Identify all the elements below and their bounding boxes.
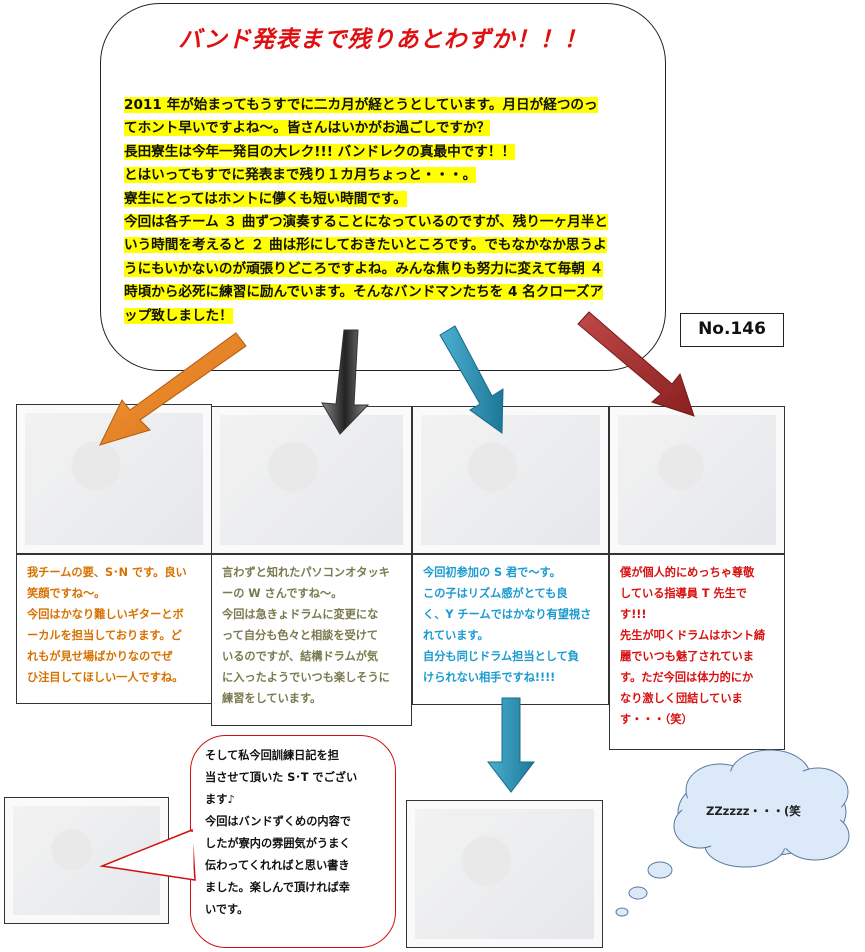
blue-arrow-icon [439, 325, 504, 434]
writer-note-text: そして私今回訓練日記を担当させて頂いた S･T でございます♪ 今回はバンドずくめ… [205, 745, 387, 921]
text-line: 練習をしています。 [222, 692, 322, 705]
text-line: 言わずと知れたパソコンオタッキ [222, 566, 390, 579]
text-line: この子はリズム感がとても良 [423, 587, 568, 600]
text-line: す!!! [620, 608, 647, 621]
speech-tail-icon [99, 828, 196, 881]
text-line: ーカルを担当しております。ど [27, 629, 182, 642]
text-line: ップ致しました！ [124, 307, 233, 324]
text-line: 今回は各チーム ３ 曲ずつ演奏することになっているのですが、残り一ヶ月半と [124, 214, 608, 231]
member-photo-4 [609, 406, 785, 554]
text-line: 当させて頂いた S･T でござい [205, 771, 358, 784]
text-line: に入ったようでいつも楽しそうに [222, 671, 390, 684]
text-line: 麗でいつも魅了されていま [620, 650, 754, 663]
text-line: 今回はバンドずくめの内容で [205, 815, 351, 828]
text-line: 今回はかなり難しいギターとボ [27, 608, 184, 621]
text-line: てホント早いですよね～。皆さんはいかがお過ごしですか？ [124, 120, 491, 137]
text-line: けられない相手ですね!!!! [423, 671, 556, 684]
gray-arrow-icon [321, 329, 370, 435]
text-line: 今回は急きょドラムに変更にな [222, 608, 379, 621]
text-line: 我チームの要、S･N です。良い [27, 566, 187, 579]
text-line: 長田寮生は今年一発目の大レク!!! バンドレクの真最中です！！ [124, 143, 516, 160]
text-line: す・・・（笑） [620, 713, 693, 726]
text-line: す。ただ今回は体力的にか [620, 671, 754, 684]
member-text-2: 言わずと知れたパソコンオタッキーの W さんですね～。今回は急きょドラムに変更に… [211, 554, 412, 726]
bottom-photo [406, 800, 603, 948]
member-photo-3 [412, 406, 609, 554]
text-line: れています。 [423, 629, 489, 642]
thought-cloud-text: ZZzzzz・・・(笑 [706, 804, 801, 818]
text-line: 笑顔ですね～。 [27, 587, 106, 600]
red-arrow-icon [577, 311, 695, 417]
text-line: 寮生にとってはホントに儚くも短い時間です。 [124, 190, 407, 207]
member-photo-2 [211, 406, 412, 554]
text-line: なり激しく団結していま [620, 692, 743, 705]
text-line: ます♪ [205, 793, 235, 806]
page-title: バンド発表まで残りあとわずか！！！ [178, 27, 588, 53]
text-line: って自分も色々と相談を受けて [222, 629, 379, 642]
text-line: いう時間を考えると ２ 曲は形にしておきたいところです。でもなかなか思うよ [124, 237, 607, 254]
text-line: うにもいかないのが頑張りどころですよね。みんな焦りも努力に変えて毎朝 ４ [124, 260, 604, 277]
blue-down-arrow-icon [486, 697, 536, 793]
text-line: 伝わってくれればと思い書き [205, 859, 350, 872]
text-line: く、Y チームではかなり有望視さ [423, 608, 592, 621]
text-line: 先生が叩くドラムはホント綺 [620, 629, 766, 642]
text-line: 時頃から必死に練習に励んでいます。そんなバンドマンたちを 4 名クローズア [124, 284, 604, 301]
text-line: ひ注目してほしい一人ですね。 [27, 671, 184, 684]
text-line: ーの W さんですね～。 [222, 587, 343, 600]
text-line: 僕が個人的にめっちゃ尊敬 [620, 566, 755, 579]
member-text-1: 我チームの要、S･N です。良い笑顔ですね～。今回はかなり難しいギターとボーカル… [16, 554, 212, 704]
text-line: したが寮内の雰囲気がうまく [205, 837, 351, 850]
text-line: 自分も同じドラム担当として負 [423, 650, 579, 663]
text-line: いるのですが、結構ドラムが気 [222, 650, 379, 663]
text-line: 今回初参加の S 君で～す。 [423, 566, 561, 579]
text-line: そして私今回訓練日記を担 [205, 749, 339, 762]
text-line: れもが見せ場ばかりなのでぜ [27, 650, 173, 663]
orange-arrow-icon [99, 332, 247, 446]
text-line: とはいってもすでに発表まで残り１カ月ちょっと・・・。 [124, 167, 477, 184]
text-line: している指導員 T 先生で [620, 587, 747, 600]
text-line: いです。 [205, 903, 249, 916]
intro-text: 2011 年が始まってもうすでに二カ月が経とうとしています。月日が経つのってホン… [124, 94, 640, 328]
writer-speech-bubble [190, 735, 396, 948]
member-text-3: 今回初参加の S 君で～す。この子はリズム感がとても良く、Y チームではかなり有… [412, 554, 609, 705]
member-text-4: 僕が個人的にめっちゃ尊敬している指導員 T 先生です!!! 先生が叩くドラムはホン… [609, 554, 785, 750]
text-line: ました。楽しんで頂ければ幸 [205, 881, 350, 894]
issue-number-badge: No.146 [680, 313, 784, 347]
text-line: 2011 年が始まってもうすでに二カ月が経とうとしています。月日が経つのっ [124, 97, 598, 113]
